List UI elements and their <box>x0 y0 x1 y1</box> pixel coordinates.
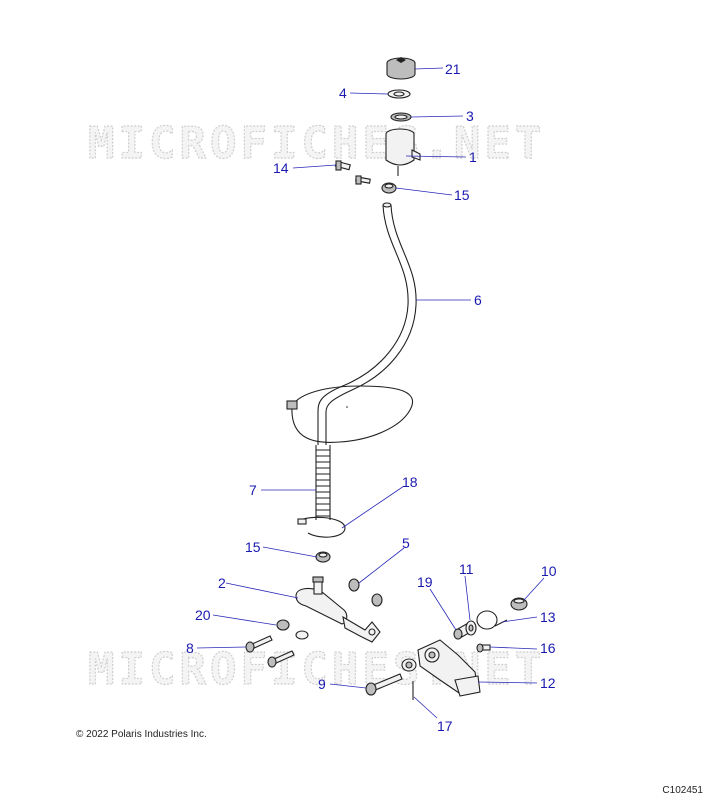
nut-5 <box>348 578 360 592</box>
washer-11 <box>465 620 477 636</box>
nut-5b <box>371 593 383 607</box>
callout-15-top: 15 <box>454 187 470 203</box>
callout-6: 6 <box>474 292 482 308</box>
callout-8: 8 <box>186 640 194 656</box>
callout-4: 4 <box>339 85 347 101</box>
watermark-top: MICROFICHES.NET <box>88 118 545 169</box>
callout-5: 5 <box>402 535 410 551</box>
callout-10: 10 <box>541 563 557 579</box>
reservoir-seal <box>390 112 412 122</box>
master-cylinder <box>295 576 381 643</box>
leader-lines <box>196 67 545 719</box>
hose-clamp-bottom <box>315 551 331 563</box>
copyright-notice: © 2022 Polaris Industries Inc. <box>76 729 207 740</box>
callout-14: 14 <box>273 160 289 176</box>
hose-clamp-top <box>381 182 397 194</box>
feed-hose <box>286 202 417 445</box>
drawing-id: C102451 <box>662 785 703 796</box>
pedal-bracket <box>417 639 481 697</box>
callout-15-bottom: 15 <box>245 539 261 555</box>
hose-sleeve <box>315 445 331 520</box>
callout-12: 12 <box>540 675 556 691</box>
bolt-8 <box>245 635 273 653</box>
callout-17: 17 <box>437 718 453 734</box>
washer-9 <box>401 658 417 672</box>
grommet-10 <box>510 597 528 611</box>
callout-11: 11 <box>459 561 474 577</box>
callout-21: 21 <box>445 61 461 77</box>
callout-1: 1 <box>469 149 477 165</box>
screw-16 <box>476 643 491 653</box>
callout-16: 16 <box>540 640 556 656</box>
callout-9: 9 <box>318 676 326 692</box>
callout-13: 13 <box>540 609 556 625</box>
bolt-8b <box>267 650 295 668</box>
spacer-20 <box>276 619 290 631</box>
mounting-screw-top <box>334 160 351 171</box>
callout-2: 2 <box>218 575 226 591</box>
callout-18: 18 <box>402 474 418 490</box>
callout-19: 19 <box>417 574 433 590</box>
callout-3: 3 <box>466 108 474 124</box>
cap-diaphragm <box>387 89 411 99</box>
hose-retaining-clip <box>297 516 346 538</box>
callout-7: 7 <box>249 482 257 498</box>
lock-nut-top <box>355 175 371 185</box>
reservoir-cap <box>386 57 416 80</box>
reservoir-body <box>385 128 421 176</box>
callout-20: 20 <box>195 607 211 623</box>
bolt-9 <box>365 673 403 696</box>
return-spring <box>476 610 508 630</box>
